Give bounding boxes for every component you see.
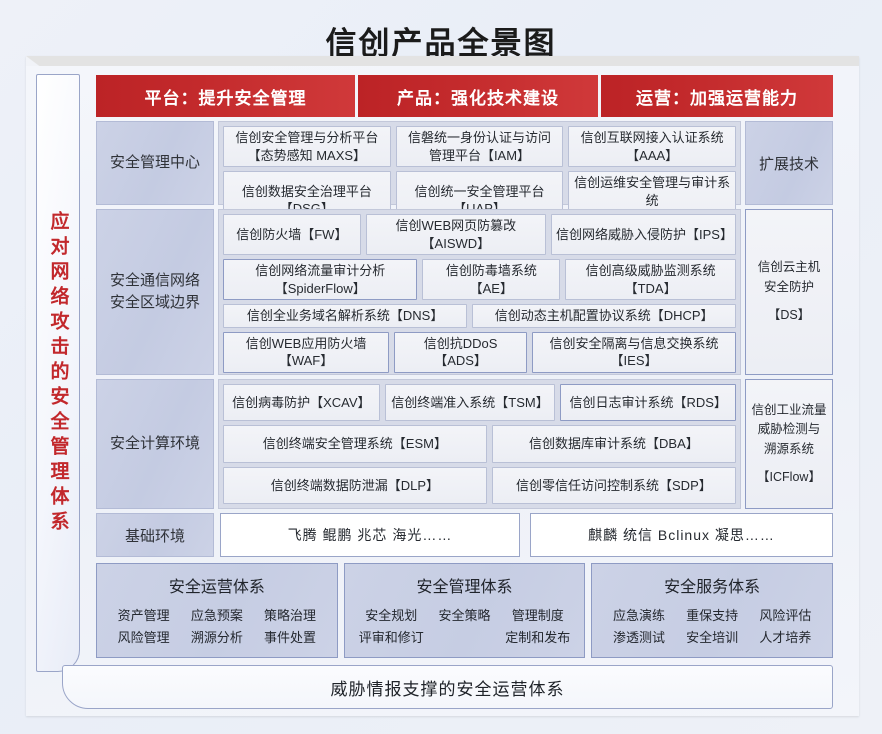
header-band: 平台：提升安全管理 产品：强化技术建设 运营：加强运营能力	[96, 75, 833, 117]
left-vertical-banner: 应对网络攻击的安全管理体系	[36, 74, 80, 672]
product-cell[interactable]: 信创终端准入系统【TSM】	[384, 384, 556, 422]
system-box-item: 安全规划	[365, 608, 418, 623]
extension-box-name: 信创工业流量威胁检测与溯源系统	[751, 402, 827, 456]
header-segment-operations[interactable]: 运营：加强运营能力	[601, 75, 833, 117]
system-box-line: 渗透测试 安全培训 人才培养	[602, 627, 822, 646]
product-row: 信创WEB应用防火墙【WAF】信创抗DDoS【ADS】信创安全隔离与信息交换系统…	[223, 331, 737, 373]
system-box-item: 安全策略	[438, 608, 491, 623]
product-cell[interactable]: 信创零信任访问控制系统【SDP】	[491, 466, 736, 504]
system-box-item: 应急预案	[190, 608, 243, 623]
section-body-security-management-center: 信创安全管理与分析平台【态势感知 MAXS】信磐统一身份认证与访问管理平台【IA…	[218, 121, 741, 230]
system-box-security-management[interactable]: 安全管理体系安全规划 安全策略 管理制度评审和修订 定制和发布	[343, 563, 586, 658]
extension-tech-header: 扩展技术	[745, 121, 833, 205]
system-box-item: 风险评估	[759, 608, 812, 623]
system-box-item: 人才培养	[759, 630, 812, 645]
system-box-line: 风险管理 溯源分析 事件处置	[107, 627, 327, 646]
system-box-item: 风险管理	[117, 630, 170, 645]
system-box-item	[428, 627, 501, 646]
header-segment-platform[interactable]: 平台：提升安全管理	[96, 75, 355, 117]
product-cell[interactable]: 信创病毒防护【XCAV】	[223, 384, 380, 422]
system-box-item: 资产管理	[117, 608, 170, 623]
product-cell[interactable]: 信创安全管理与分析平台【态势感知 MAXS】	[223, 126, 391, 168]
product-cell[interactable]: 信创防毒墙系统【AE】	[422, 259, 561, 301]
system-box-item: 安全培训	[686, 630, 739, 645]
system-box-security-service[interactable]: 安全服务体系应急演练 重保支持 风险评估渗透测试 安全培训 人才培养	[591, 563, 834, 658]
header-segment-product[interactable]: 产品：强化技术建设	[358, 75, 598, 117]
bottom-banner: 威胁情报支撑的安全运营体系	[62, 665, 833, 709]
section-security-management-center: 安全管理中心信创安全管理与分析平台【态势感知 MAXS】信磐统一身份认证与访问管…	[96, 121, 741, 230]
system-box-item: 定制和发布	[505, 630, 571, 645]
extension-box-code: 【DS】	[767, 308, 811, 323]
system-boxes-row: 安全运营体系资产管理 应急预案 策略治理风险管理 溯源分析 事件处置 安全管理体系安全规划…	[96, 563, 834, 658]
section-body-secure-communication-network: 信创防火墙【FW】信创WEB网页防篡改【AISWD】信创网络威胁入侵防护【IPS…	[218, 209, 741, 375]
product-cell[interactable]: 信创网络威胁入侵防护【IPS】	[550, 214, 736, 256]
product-cell[interactable]: 信创WEB网页防篡改【AISWD】	[365, 214, 546, 256]
product-row: 信创终端安全管理系统【ESM】信创数据库审计系统【DBA】	[223, 425, 736, 463]
system-box-item: 应急演练	[612, 608, 665, 623]
product-cell[interactable]: 信创数据库审计系统【DBA】	[491, 425, 736, 463]
system-box-title: 安全管理体系	[416, 579, 513, 596]
base-environment-os[interactable]: 麒麟 统信 Bclinux 凝思……	[530, 513, 833, 557]
base-environment-label: 基础环境	[96, 513, 214, 557]
product-cell[interactable]: 信创互联网接入认证系统【AAA】	[568, 126, 737, 168]
extension-box-industrial-flow[interactable]: 信创工业流量威胁检测与溯源系统 【ICFlow】	[745, 379, 833, 509]
system-box-line: 应急演练 重保支持 风险评估	[602, 605, 822, 624]
product-cell[interactable]: 信创日志审计系统【RDS】	[560, 384, 736, 422]
product-cell[interactable]: 信创WEB应用防火墙【WAF】	[223, 331, 390, 373]
extension-box-cloud-host[interactable]: 信创云主机安全防护 【DS】	[745, 209, 833, 375]
system-box-items: 应急演练 重保支持 风险评估渗透测试 安全培训 人才培养	[592, 605, 832, 646]
system-box-security-operations[interactable]: 安全运营体系资产管理 应急预案 策略治理风险管理 溯源分析 事件处置	[96, 563, 338, 658]
system-box-item: 重保支持	[686, 608, 739, 623]
product-row: 信创网络流量审计分析【SpiderFlow】信创防毒墙系统【AE】信创高级威胁监…	[223, 259, 736, 301]
product-cell[interactable]: 信创安全隔离与信息交换系统【IES】	[532, 331, 737, 373]
section-body-secure-computing-environment: 信创病毒防护【XCAV】信创终端准入系统【TSM】信创日志审计系统【RDS】信创…	[218, 379, 741, 509]
product-row: 信创病毒防护【XCAV】信创终端准入系统【TSM】信创日志审计系统【RDS】	[223, 384, 736, 422]
system-box-item: 管理制度	[511, 608, 564, 623]
system-box-item: 渗透测试	[612, 630, 665, 645]
product-cell[interactable]: 信创终端数据防泄漏【DLP】	[223, 466, 487, 504]
system-box-item: 事件处置	[264, 630, 317, 645]
left-vertical-banner-label: 应对网络攻击的安全管理体系	[47, 210, 69, 536]
page-title: 信创产品全景图	[325, 26, 557, 61]
section-label-secure-communication-network: 安全通信网络安全区域边界	[96, 209, 214, 375]
base-environment-row: 基础环境 飞腾 鲲鹏 兆芯 海光…… 麒麟 统信 Bclinux 凝思……	[96, 513, 833, 557]
base-environment-chips[interactable]: 飞腾 鲲鹏 兆芯 海光……	[220, 513, 520, 557]
product-cell[interactable]: 信创防火墙【FW】	[223, 214, 361, 256]
system-box-item: 评审和修订	[358, 630, 424, 645]
extension-box-name: 信创云主机安全防护	[757, 260, 821, 294]
system-box-title: 安全运营体系	[168, 579, 265, 596]
product-cell[interactable]: 信创终端安全管理系统【ESM】	[223, 425, 487, 463]
system-box-title: 安全服务体系	[664, 579, 761, 596]
product-cell[interactable]: 信创网络流量审计分析【SpiderFlow】	[223, 259, 418, 301]
product-cell[interactable]: 信创全业务域名解析系统【DNS】	[223, 304, 468, 328]
section-label-secure-computing-environment: 安全计算环境	[96, 379, 214, 509]
section-label-security-management-center: 安全管理中心	[96, 121, 214, 205]
product-cell[interactable]: 信磐统一身份认证与访问管理平台【IAM】	[395, 126, 564, 168]
system-box-item: 溯源分析	[190, 630, 243, 645]
product-cell[interactable]: 信创高级威胁监测系统【TDA】	[565, 259, 736, 301]
system-box-items: 安全规划 安全策略 管理制度评审和修订 定制和发布	[345, 605, 585, 646]
product-cell[interactable]: 信创动态主机配置协议系统【DHCP】	[472, 304, 736, 328]
section-secure-communication-network: 安全通信网络安全区域边界信创防火墙【FW】信创WEB网页防篡改【AISWD】信创…	[96, 209, 741, 375]
system-box-line: 资产管理 应急预案 策略治理	[107, 605, 327, 624]
system-box-line: 安全规划 安全策略 管理制度	[355, 605, 575, 624]
system-box-item: 策略治理	[264, 608, 317, 623]
system-box-items: 资产管理 应急预案 策略治理风险管理 溯源分析 事件处置	[97, 605, 337, 646]
product-row: 信创终端数据防泄漏【DLP】信创零信任访问控制系统【SDP】	[223, 466, 736, 504]
system-box-line: 评审和修订 定制和发布	[355, 627, 575, 646]
product-row: 信创防火墙【FW】信创WEB网页防篡改【AISWD】信创网络威胁入侵防护【IPS…	[223, 214, 736, 256]
extension-box-code: 【ICFlow】	[757, 469, 821, 484]
product-row: 信创安全管理与分析平台【态势感知 MAXS】信磐统一身份认证与访问管理平台【IA…	[223, 126, 737, 168]
product-row: 信创全业务域名解析系统【DNS】信创动态主机配置协议系统【DHCP】	[223, 304, 736, 328]
section-secure-computing-environment: 安全计算环境信创病毒防护【XCAV】信创终端准入系统【TSM】信创日志审计系统【…	[96, 379, 741, 509]
product-cell[interactable]: 信创抗DDoS【ADS】	[394, 331, 528, 373]
